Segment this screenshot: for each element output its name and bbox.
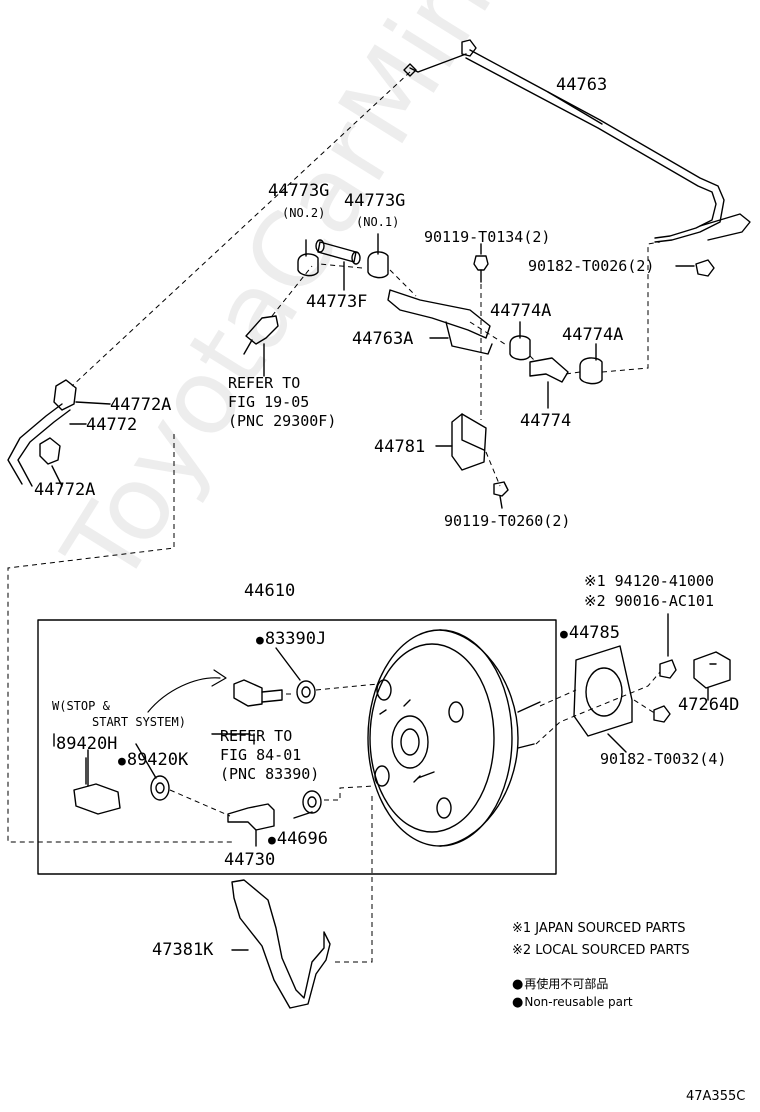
label-90119-t0134: 90119-T0134(2) [424, 228, 551, 246]
label-44785: 44785 [560, 624, 620, 644]
label-44772a-bottom: 44772A [34, 480, 96, 500]
label-44763a: 44763A [352, 329, 414, 349]
clip-44774a-left [509, 335, 531, 361]
check-valve-83390 [233, 679, 283, 707]
label-w-line2: START SYSTEM) [92, 715, 186, 729]
refer-label-2-line1: REFER TO [220, 727, 293, 745]
bracket-47264d [693, 651, 731, 689]
label-90119-t0260: 90119-T0260(2) [444, 512, 571, 530]
refer-label-2-line3: (PNC 83390) [220, 765, 320, 783]
label-90182-t0032: 90182-T0032(4) [600, 750, 727, 768]
bolt-90119-t0260 [493, 481, 509, 509]
label-44773g-no2: 44773G [268, 181, 330, 201]
label-44730: 44730 [224, 850, 276, 870]
note-japan-sourced: ※1 JAPAN SOURCED PARTS [512, 921, 686, 936]
refer-label-1-line2: FIG 19-05 [228, 393, 310, 411]
nut-94120-41000 [659, 659, 677, 679]
clip-44774a-right [579, 357, 603, 385]
clip-44773g-no1 [367, 251, 389, 279]
nut-90182-t0026 [695, 259, 715, 277]
label-44610: 44610 [244, 581, 296, 601]
label-w-line1: W(STOP & [52, 699, 110, 713]
booster-assembly-box [37, 619, 557, 875]
label-90182-t0026: 90182-T0026(2) [528, 257, 655, 275]
grommet-89420k [150, 775, 170, 801]
label-44774a-left: 44774A [490, 301, 552, 321]
hose-44773f [315, 239, 361, 265]
figure-code: 47A355C [686, 1089, 746, 1104]
label-44773g-no1: 44773G [344, 191, 406, 211]
label-44774: 44774 [520, 411, 572, 431]
legend-nonreusable-jp: 再使用不可部品 [512, 978, 608, 991]
nut-90182-t0032 [653, 705, 671, 723]
bracket-44781 [451, 413, 487, 471]
clip-44773g-no2 [297, 253, 319, 277]
refer-label-1-line3: (PNC 29300F) [228, 412, 337, 430]
refer-label-2-line2: FIG 84-01 [220, 746, 302, 764]
label-44773f: 44773F [306, 292, 368, 312]
label-44774a-right: 44774A [562, 325, 624, 345]
label-83390j: 83390J [256, 630, 326, 650]
grommet-83390j [296, 680, 316, 704]
label-mark1-code: ※1 94120-41000 [584, 572, 714, 590]
hose-44772 [7, 379, 77, 487]
label-44773g-no1-sub: (NO.1) [356, 215, 400, 229]
gasket-44785 [573, 645, 633, 737]
label-mark2-code: ※2 90016-AC101 [584, 592, 714, 610]
union-44730 [227, 803, 275, 847]
label-47264d: 47264D [678, 695, 740, 715]
bolt-90119-t0134 [473, 255, 489, 283]
label-44781: 44781 [374, 437, 426, 457]
label-89420h: 89420H [56, 734, 118, 754]
vacuum-pipe-44763 [403, 39, 751, 243]
label-44763: 44763 [556, 75, 608, 95]
hose-44774 [529, 357, 569, 383]
label-44773g-no2-sub: (NO.2) [282, 206, 326, 220]
grommet-44696 [302, 790, 322, 814]
note-local-sourced: ※2 LOCAL SOURCED PARTS [512, 943, 690, 958]
label-44772: 44772 [86, 415, 138, 435]
label-44696: 44696 [268, 830, 328, 850]
label-89420k: 89420K [118, 751, 188, 771]
label-44772a-top: 44772A [110, 395, 172, 415]
pressure-sensor-89420h [73, 757, 121, 815]
bracket-47381k [231, 879, 331, 1009]
refer-label-1-line1: REFER TO [228, 374, 301, 392]
bracket-44763a [387, 289, 493, 355]
vsv-connector [243, 315, 279, 377]
brake-booster-body [367, 629, 541, 847]
legend-nonreusable-en: Non-reusable part [512, 996, 632, 1009]
label-47381k: 47381K [152, 940, 214, 960]
